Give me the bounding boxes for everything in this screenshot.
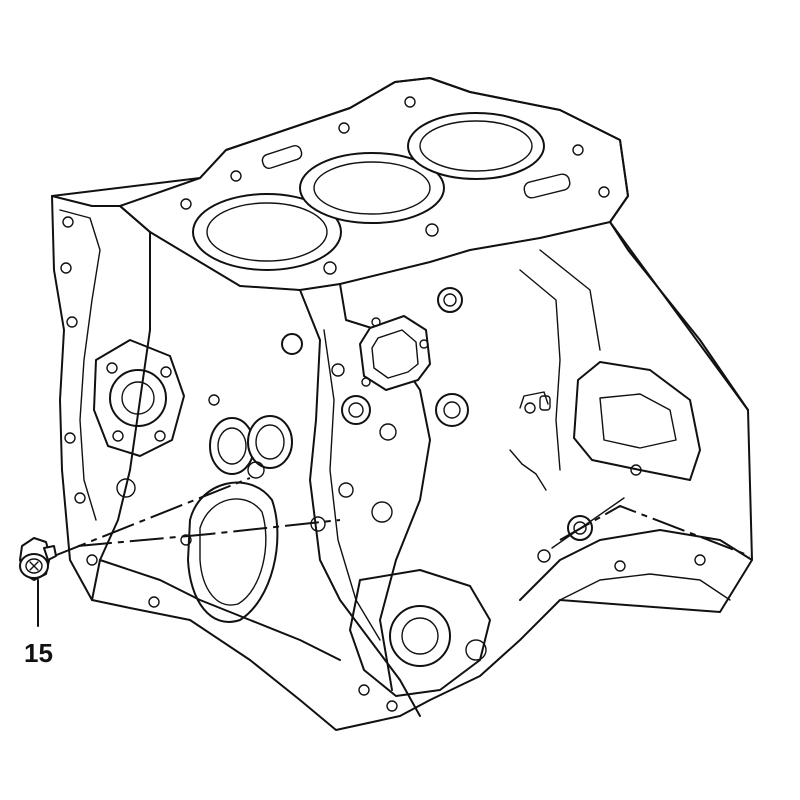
dowel-stud <box>519 391 551 411</box>
deck-holes <box>180 96 610 275</box>
center-rib-3 <box>323 329 381 641</box>
lower-rail <box>99 559 341 661</box>
callout-15: 15 <box>19 477 751 668</box>
filter-pad <box>359 315 431 391</box>
engine-block <box>51 77 753 731</box>
front-housing <box>93 339 185 457</box>
cylinder-bore-2 <box>299 152 445 224</box>
front-face-bosses <box>60 216 98 566</box>
rear-mount-plate <box>573 361 701 481</box>
assembly-axis-line-2 <box>77 519 341 547</box>
center-rib <box>299 289 421 717</box>
coolant-ports <box>209 415 293 479</box>
callout-number: 15 <box>24 638 53 668</box>
front-face-flange <box>59 209 101 521</box>
lower-housing <box>349 569 491 712</box>
block-bosses <box>116 287 536 608</box>
front-face-edge <box>51 195 151 601</box>
cylinder-bore-3-inner <box>419 120 533 172</box>
crank-opening-inner <box>199 498 267 606</box>
right-ribs <box>519 249 601 471</box>
cylinder-bore-3 <box>407 112 545 180</box>
lower-flange <box>559 573 731 601</box>
dipstick-tube <box>509 449 547 491</box>
rear-side-panel <box>609 221 749 411</box>
center-rib-2 <box>339 283 431 691</box>
crank-opening <box>187 481 279 623</box>
cylinder-bore-2-inner <box>313 161 431 215</box>
assembly-axis-line <box>53 477 251 557</box>
bolt-icon <box>19 537 57 581</box>
cylinder-bore-1 <box>192 193 342 271</box>
rear-mount-inner <box>599 393 677 449</box>
lower-rail-right <box>519 529 753 601</box>
right-lower-bosses <box>537 464 706 572</box>
cylinder-bore-1-inner <box>206 202 328 262</box>
assembly-axis-line-4 <box>551 497 625 549</box>
